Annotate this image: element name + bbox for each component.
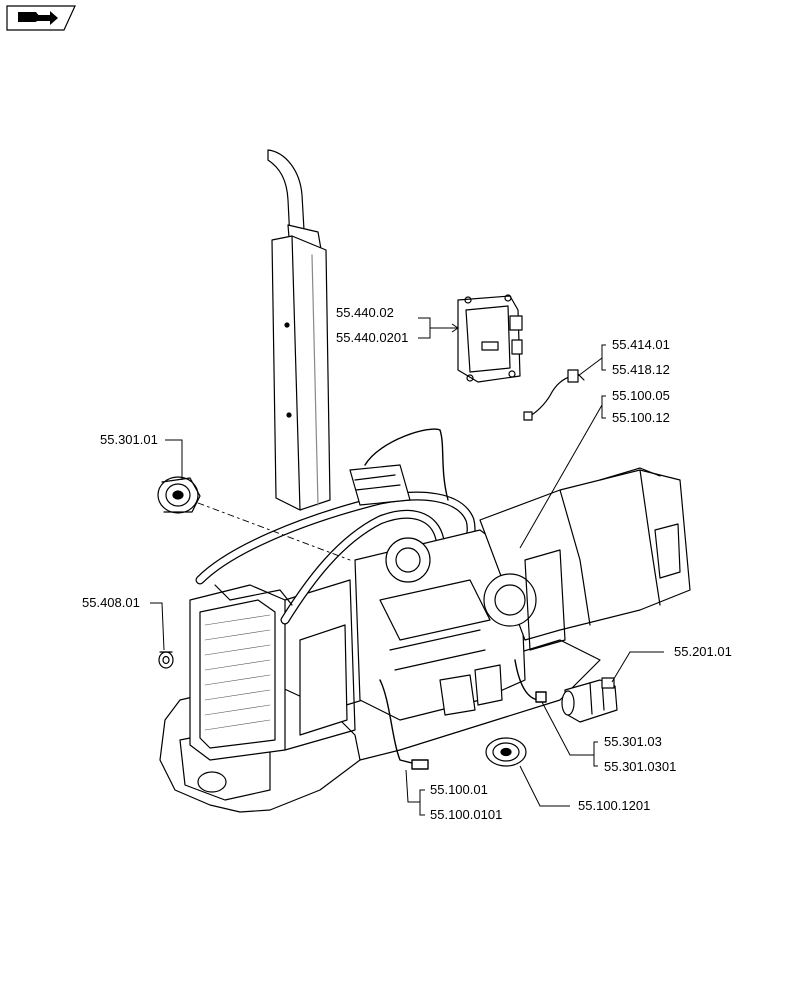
callout-55-100-12: 55.100.12 xyxy=(612,410,670,425)
pressure-sender xyxy=(158,651,174,669)
turn-page-arrow-icon[interactable] xyxy=(6,5,76,31)
exhaust-stack xyxy=(267,149,331,511)
callout-55-414-01: 55.414.01 xyxy=(612,337,670,352)
callout-55-440-02: 55.440.02 xyxy=(336,305,394,320)
engine-block xyxy=(349,464,526,721)
wiring-harness xyxy=(364,428,547,770)
sensor-with-lead xyxy=(523,369,585,421)
callout-55-440-0201: 55.440.0201 xyxy=(336,330,409,345)
ecu-module xyxy=(457,294,523,383)
callout-55-100-1201: 55.100.1201 xyxy=(578,798,651,813)
alternator-mount-line xyxy=(197,502,351,561)
radiator-pack xyxy=(189,579,356,761)
callout-55-100-05: 55.100.05 xyxy=(612,388,670,403)
alternator xyxy=(157,476,201,514)
callout-55-100-0101: 55.100.0101 xyxy=(430,807,503,822)
callout-leaders xyxy=(150,317,664,816)
engine-pulley xyxy=(485,737,527,767)
starter-motor xyxy=(561,677,618,723)
callout-55-301-01: 55.301.01 xyxy=(100,432,158,447)
callout-55-301-0301: 55.301.0301 xyxy=(604,759,677,774)
callout-55-100-01: 55.100.01 xyxy=(430,782,488,797)
transmission-housing xyxy=(479,467,691,651)
callout-55-201-01: 55.201.01 xyxy=(674,644,732,659)
callout-55-418-12: 55.418.12 xyxy=(612,362,670,377)
callout-55-301-03: 55.301.03 xyxy=(604,734,662,749)
callout-55-408-01: 55.408.01 xyxy=(82,595,140,610)
